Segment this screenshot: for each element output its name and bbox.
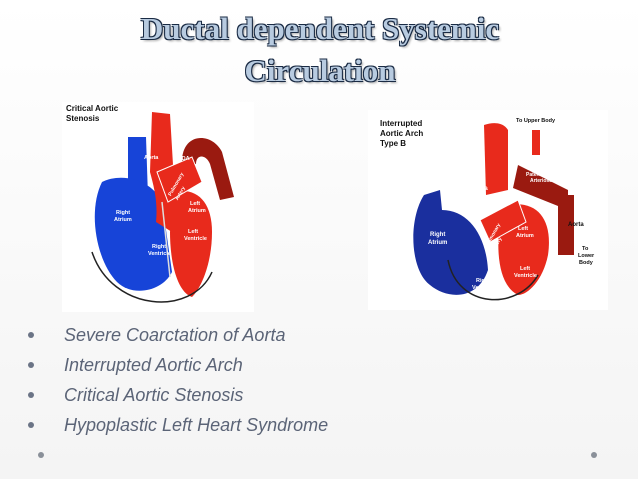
heart-outline-2 <box>447 259 539 301</box>
fig1-label-left-ventricle-2: Ventricle <box>184 236 207 242</box>
fig1-label-right-atrium-1: Right <box>116 210 130 216</box>
fig1-label-left-atrium-1: Left <box>190 201 200 207</box>
fig2-label-left-ventricle-1: Left <box>520 266 530 272</box>
fig1-label-aorta: Aorta <box>144 155 159 161</box>
fig2-label-right-ventricle-1: Right <box>476 278 490 284</box>
pulmonary-artery-shape-2 <box>479 199 527 243</box>
bullet-text: Hypoplastic Left Heart Syndrome <box>64 415 329 435</box>
bullet-item: Hypoplastic Left Heart Syndrome <box>28 410 328 440</box>
fig2-heading-line-2: Aortic Arch <box>380 129 423 138</box>
heart-outline <box>91 251 213 303</box>
fig2-label-to-lower-2: Lower <box>578 253 595 259</box>
bullet-dot <box>28 422 34 428</box>
fig2-label-pda-1: Patent Ductus <box>526 172 560 178</box>
interrupted-aortic-arch-diagram: Interrupted Aortic Arch Type B To Upper … <box>368 110 608 310</box>
fig2-label-aorta-left: Aorta <box>472 186 488 192</box>
fig2-label-left-atrium-2: Atrium <box>516 233 534 239</box>
right-heart-shape-2 <box>413 190 488 295</box>
bullet-list: Severe Coarctation of Aorta Interrupted … <box>28 320 328 440</box>
critical-aortic-stenosis-diagram: Critical Aortic Stenosis Aorta PDA Pulmo… <box>62 102 254 312</box>
fig2-label-to-upper-body: To Upper Body <box>516 118 556 124</box>
bullet-item: Critical Aortic Stenosis <box>28 380 328 410</box>
bullet-dot <box>28 362 34 368</box>
heart-diagram-1: Critical Aortic Stenosis Aorta PDA Pulmo… <box>66 104 234 303</box>
fig1-label-right-ventricle-1: Right <box>152 244 166 250</box>
footer-dot-left <box>38 452 44 458</box>
fig1-label-left-ventricle-1: Left <box>188 229 198 235</box>
fig1-label-left-atrium-2: Atrium <box>188 208 206 214</box>
fig1-heading-line-2: Stenosis <box>66 114 100 123</box>
slide-title-line-2: Circulation <box>244 53 396 88</box>
bullet-dot <box>28 332 34 338</box>
fig1-heading-line-1: Critical Aortic <box>66 104 119 113</box>
septum-line <box>161 201 171 278</box>
fig2-label-to-lower-1: To <box>582 246 589 252</box>
fig2-heading-line-1: Interrupted <box>380 119 422 128</box>
upper-body-vessel-shape <box>532 130 540 155</box>
fig2-label-to-lower-3: Body <box>579 260 594 266</box>
heart-diagram-2: Interrupted Aortic Arch Type B To Upper … <box>380 118 595 301</box>
footer-dot-right <box>591 452 597 458</box>
slide-title: Ductal dependent Systemic Circulation <box>60 8 580 92</box>
fig2-label-right-atrium-2: Atrium <box>428 240 447 246</box>
bullet-item: Interrupted Aortic Arch <box>28 350 328 380</box>
fig2-label-right-atrium-1: Right <box>430 232 445 238</box>
aortic-arch-shape <box>182 138 234 200</box>
fig1-label-right-atrium-2: Atrium <box>114 217 132 223</box>
fig1-label-right-ventricle-2: Ventricle <box>148 251 171 257</box>
right-heart-shape <box>94 177 172 291</box>
fig2-label-left-atrium-1: Left <box>518 226 528 232</box>
fig2-label-left-ventricle-2: Ventricle <box>514 273 537 279</box>
bullet-text: Interrupted Aortic Arch <box>64 355 243 375</box>
fig2-label-right-ventricle-2: Ventricle <box>472 285 495 291</box>
fig2-label-aorta-right: Aorta <box>568 222 584 228</box>
descending-aorta-shape <box>558 195 574 255</box>
pulmonary-artery-shape <box>156 156 203 203</box>
bullet-item: Severe Coarctation of Aorta <box>28 320 328 350</box>
slide-title-line-1: Ductal dependent Systemic <box>140 11 500 46</box>
bullet-text: Critical Aortic Stenosis <box>64 385 244 405</box>
fig2-label-pda-2: Arteriosus <box>530 178 555 184</box>
bullet-text: Severe Coarctation of Aorta <box>64 325 286 345</box>
fig2-heading-line-3: Type B <box>380 139 406 148</box>
left-heart-shape <box>170 191 212 297</box>
bullet-dot <box>28 392 34 398</box>
ascending-aorta-shape <box>484 123 508 195</box>
fig1-label-pda: PDA <box>178 156 190 162</box>
pda-shape <box>513 165 568 210</box>
